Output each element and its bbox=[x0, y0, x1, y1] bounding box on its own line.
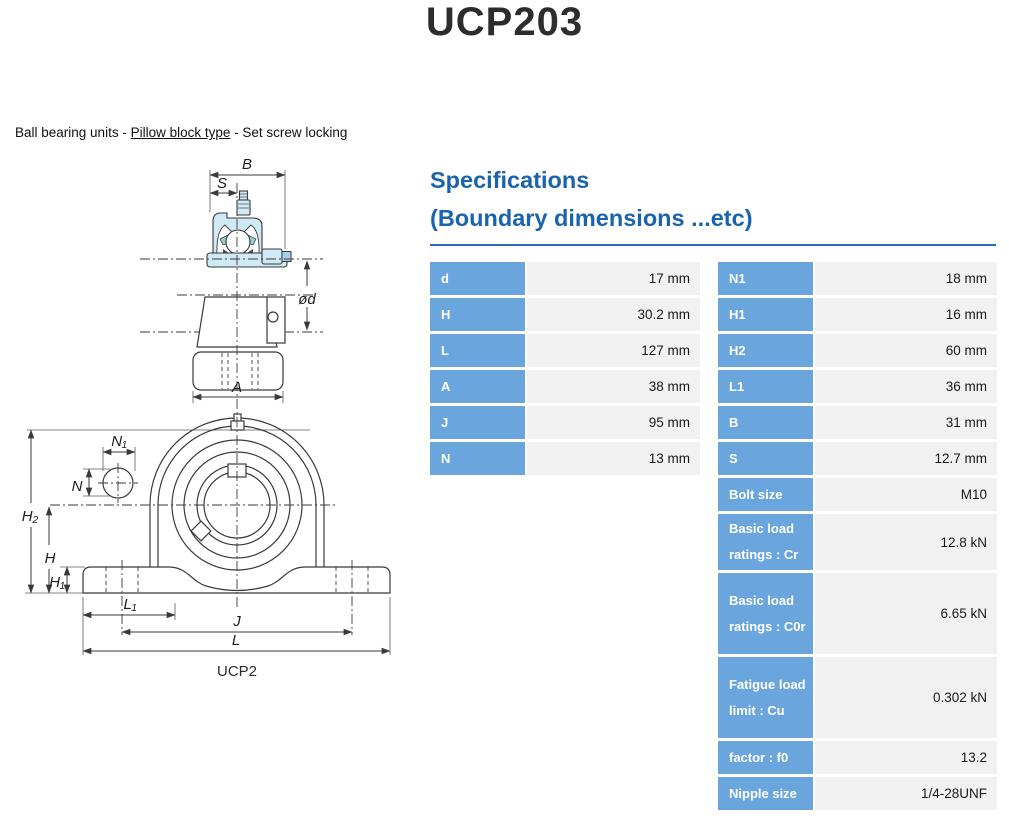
row-label: B bbox=[718, 406, 813, 439]
side-boss-hole bbox=[267, 311, 279, 323]
base-front bbox=[82, 566, 391, 594]
specifications-heading: Specifications (Boundary dimensions ...e… bbox=[430, 161, 996, 246]
row-value: 1/4-28UNF bbox=[815, 777, 997, 810]
row-label: Bolt size bbox=[718, 478, 813, 511]
dim-label-J: J bbox=[232, 613, 241, 630]
row-label: L1 bbox=[718, 370, 813, 403]
drawing-caption: UCP2 bbox=[217, 663, 257, 680]
row-value: 127 mm bbox=[527, 334, 700, 367]
row-value: 12.7 mm bbox=[815, 442, 997, 475]
technical-drawing: B S ød A bbox=[22, 156, 391, 680]
specifications-heading-line1: Specifications bbox=[430, 167, 590, 193]
row-label: H bbox=[430, 298, 525, 331]
heading-rule bbox=[430, 244, 996, 246]
row-value: M10 bbox=[815, 478, 997, 511]
row-value: 6.65 kN bbox=[815, 573, 997, 654]
row-label: Basic load ratings : C0r bbox=[718, 573, 813, 654]
row-label: S bbox=[718, 442, 813, 475]
row-value: 17 mm bbox=[527, 262, 700, 295]
row-value: 0.302 kN bbox=[815, 657, 997, 738]
row-label: Basic load ratings : Cr bbox=[718, 514, 813, 570]
dim-label-N: N bbox=[72, 478, 83, 495]
row-label: A bbox=[430, 370, 525, 403]
dim-label-B: B bbox=[242, 156, 252, 173]
row-label: factor : f0 bbox=[718, 741, 813, 774]
row-label: d bbox=[430, 262, 525, 295]
row-value: 95 mm bbox=[527, 406, 700, 439]
row-value: 31 mm bbox=[815, 406, 997, 439]
row-value: 13.2 bbox=[815, 741, 997, 774]
breadcrumb-prefix: Ball bearing units - bbox=[15, 125, 131, 140]
row-value: 16 mm bbox=[815, 298, 997, 331]
row-value: 36 mm bbox=[815, 370, 997, 403]
row-label: H2 bbox=[718, 334, 813, 367]
dim-label-S: S bbox=[217, 175, 227, 192]
breadcrumb-suffix: - Set screw locking bbox=[230, 125, 348, 140]
dim-label-od: ød bbox=[298, 291, 316, 308]
row-label: N bbox=[430, 442, 525, 475]
breadcrumb: Ball bearing units - Pillow block type -… bbox=[15, 125, 347, 140]
set-screw-front-2 bbox=[190, 520, 212, 542]
page-title: UCP203 bbox=[425, 0, 584, 44]
dim-label-H1: H₁ bbox=[49, 574, 65, 591]
dim-label-H: H bbox=[45, 550, 56, 567]
set-screw-tip bbox=[238, 190, 249, 201]
row-label: L bbox=[430, 334, 525, 367]
dim-label-N1: N₁ bbox=[111, 433, 127, 450]
row-label: J bbox=[430, 406, 525, 439]
bearing-ball bbox=[225, 229, 251, 255]
row-label: Fatigue load limit : Cu bbox=[718, 657, 813, 738]
row-value: 30.2 mm bbox=[527, 298, 700, 331]
row-value: 13 mm bbox=[527, 442, 700, 475]
row-value: 38 mm bbox=[527, 370, 700, 403]
row-value: 12.8 kN bbox=[815, 514, 997, 570]
row-value: 18 mm bbox=[815, 262, 997, 295]
set-screw bbox=[236, 199, 251, 216]
dim-label-L1: L₁ bbox=[123, 596, 136, 613]
specifications-heading-line2: (Boundary dimensions ...etc) bbox=[430, 205, 753, 231]
row-label: Nipple size bbox=[718, 777, 813, 810]
row-value: 60 mm bbox=[815, 334, 997, 367]
row-label: N1 bbox=[718, 262, 813, 295]
base-side bbox=[192, 351, 284, 391]
grease-nipple-side bbox=[261, 248, 283, 265]
dim-label-A: A bbox=[231, 379, 242, 396]
dim-label-L: L bbox=[232, 632, 240, 649]
pillow-block-type-link[interactable]: Pillow block type bbox=[130, 125, 231, 140]
dim-label-H2: H₂ bbox=[22, 508, 39, 525]
row-label: H1 bbox=[718, 298, 813, 331]
